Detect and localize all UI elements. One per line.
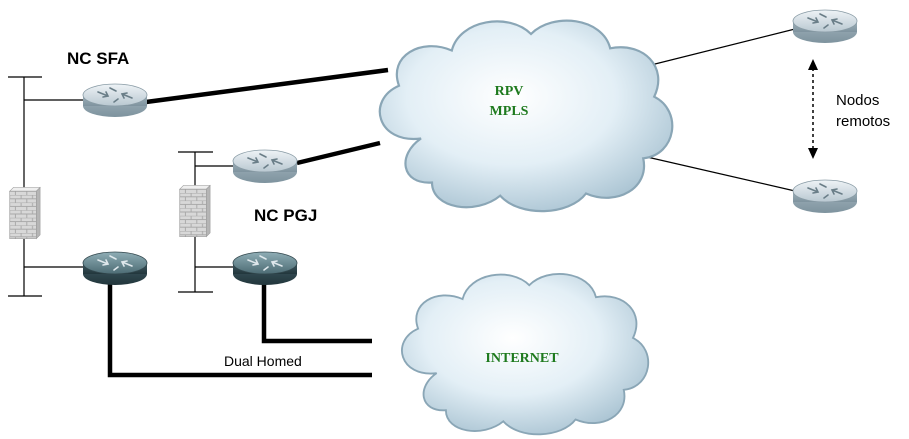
site-sfa-label: NC SFA <box>67 49 129 68</box>
remote-nodes-label-line2: remotos <box>836 113 890 130</box>
router-sfa-wan-icon <box>82 83 148 118</box>
router-remote-top-icon <box>792 9 858 44</box>
mpls-cloud-label-line2: MPLS <box>490 104 529 119</box>
firewall-sfa-icon <box>9 187 41 239</box>
link-sfa-mpls <box>145 67 389 105</box>
remote-links <box>646 28 796 192</box>
wan-links <box>107 67 389 378</box>
link-pgj-mpls <box>296 140 381 166</box>
remote-nodes-label-line1: Nodos <box>836 92 879 109</box>
site-pgj-label: NC PGJ <box>254 206 317 225</box>
internet-cloud-label: INTERNET <box>485 351 559 366</box>
router-sfa-internet-icon <box>82 251 148 286</box>
firewall-pgj-icon <box>179 185 211 237</box>
link-sfa-internet <box>107 283 372 378</box>
router-pgj-wan-icon <box>232 149 298 184</box>
dual-homed-label: Dual Homed <box>224 353 302 369</box>
double-arrow-icon <box>808 59 818 159</box>
router-pgj-internet-icon <box>232 251 298 286</box>
link-pgj-internet <box>261 282 372 344</box>
site-sfa-lan <box>8 76 86 297</box>
router-remote-bottom-icon <box>792 179 858 214</box>
mpls-cloud-label-line1: RPV <box>495 84 524 99</box>
